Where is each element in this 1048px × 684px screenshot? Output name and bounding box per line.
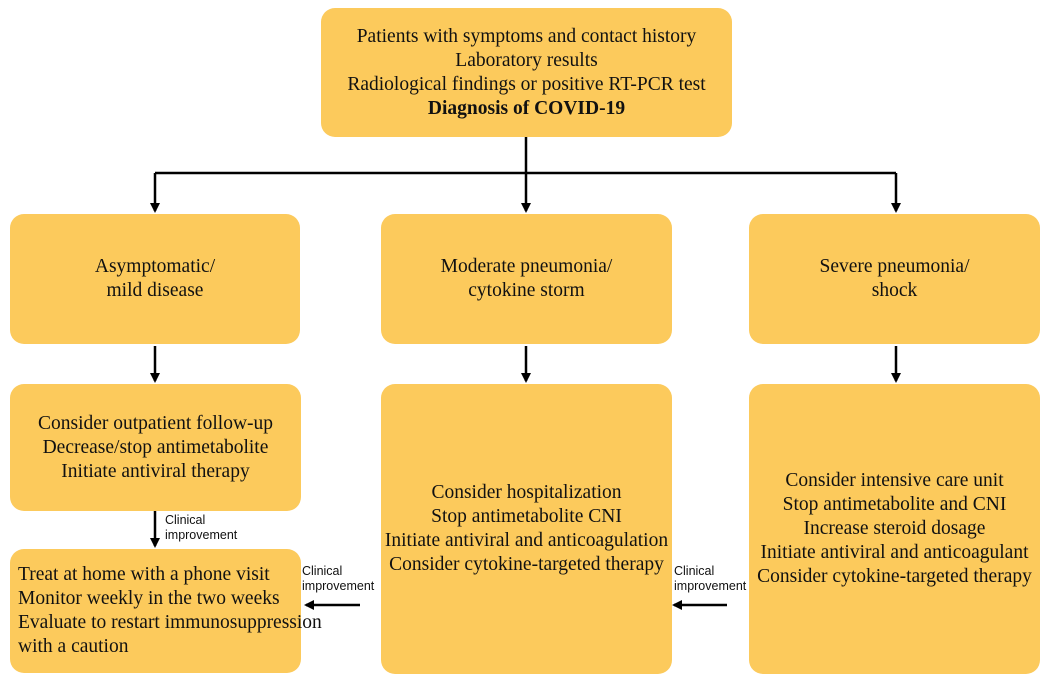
note-mild-to-home: Clinical improvement: [165, 513, 238, 542]
treatment-severe-line-3: Increase steroid dosage: [803, 518, 986, 539]
note-severe-to-moderate: Clinical improvement: [674, 564, 747, 593]
category-mild-box: Asymptomatic/ mild disease: [10, 214, 300, 344]
treatment-severe-line-4: Initiate antiviral and anticoagulant: [760, 542, 1029, 563]
treatment-severe-line-1: Consider intensive care unit: [785, 470, 1004, 491]
category-moderate-line-2: cytokine storm: [468, 280, 585, 301]
treatment-severe-line-5: Consider cytokine-targeted therapy: [757, 566, 1032, 587]
treatment-severe-line-2: Stop antimetabolite and CNI: [782, 494, 1007, 515]
category-severe-line-2: shock: [871, 280, 918, 301]
treatment-moderate-line-2: Stop antimetabolite CNI: [431, 506, 622, 527]
home-care-line-1: Treat at home with a phone visit: [18, 564, 270, 585]
diagnosis-box: Patients with symptoms and contact histo…: [321, 8, 732, 137]
category-severe-line-1: Severe pneumonia/: [819, 256, 970, 277]
treatment-mild-line-1: Consider outpatient follow-up: [37, 412, 274, 434]
home-care-line-3: Evaluate to restart immunosuppression: [18, 612, 322, 633]
diagnosis-title: Diagnosis of COVID-19: [427, 97, 626, 119]
treatment-moderate-box: Consider hospitalization Stop antimetabo…: [381, 384, 672, 674]
category-mild-line-2: mild disease: [106, 280, 204, 301]
home-care-box: Treat at home with a phone visit Monitor…: [10, 549, 322, 673]
diagnosis-line-1: Patients with symptoms and contact histo…: [356, 25, 697, 47]
category-mild-line-1: Asymptomatic/: [94, 256, 216, 277]
treatment-moderate-line-1: Consider hospitalization: [431, 482, 622, 503]
category-moderate-line-1: Moderate pneumonia/: [440, 256, 613, 277]
diagnosis-line-3: Radiological findings or positive RT-PCR…: [347, 73, 706, 95]
treatment-moderate-line-4: Consider cytokine-targeted therapy: [389, 554, 664, 575]
home-care-line-4: with a caution: [18, 636, 129, 657]
note-moderate-to-home: Clinical improvement: [302, 564, 375, 593]
treatment-mild-line-3: Initiate antiviral therapy: [61, 460, 250, 482]
category-severe-box: Severe pneumonia/ shock: [749, 214, 1040, 344]
home-care-line-2: Monitor weekly in the two weeks: [18, 588, 280, 609]
treatment-moderate-line-3: Initiate antiviral and anticoagulation: [384, 530, 669, 551]
treatment-mild-line-2: Decrease/stop antimetabolite: [42, 436, 269, 458]
category-moderate-box: Moderate pneumonia/ cytokine storm: [381, 214, 672, 344]
treatment-mild-box: Consider outpatient follow-up Decrease/s…: [10, 384, 301, 511]
treatment-severe-box: Consider intensive care unit Stop antime…: [749, 384, 1040, 674]
diagnosis-line-2: Laboratory results: [455, 49, 598, 71]
